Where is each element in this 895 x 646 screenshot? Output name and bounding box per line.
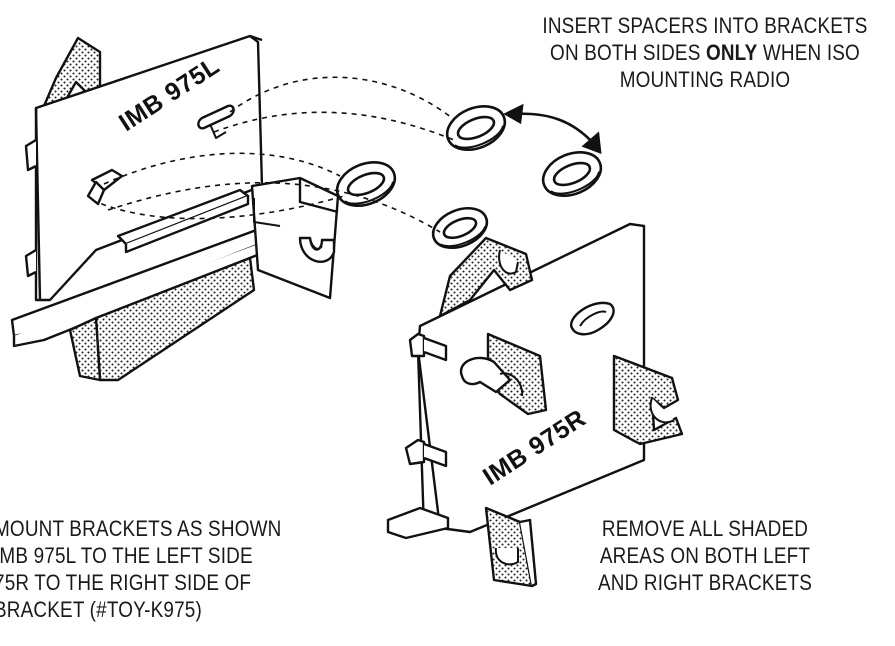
spacers-instruction-line2: ON BOTH SIDES ONLY WHEN ISO: [550, 40, 860, 65]
shaded-instruction-line3: AND RIGHT BRACKETS: [597, 570, 813, 595]
mount-instruction-line2: IMB 975L TO THE LEFT SIDE: [0, 543, 253, 568]
shaded-instruction-line1: REMOVE ALL SHADED: [601, 516, 809, 541]
spacers-instruction-emphasis: ONLY: [705, 40, 758, 65]
mount-instruction: MOUNT BRACKETS AS SHOWN IMB 975L TO THE …: [0, 515, 321, 623]
spacer-2: [335, 161, 397, 207]
mount-instruction-line4: BRACKET (#TOY-K975): [0, 597, 202, 622]
spacers-instruction: INSERT SPACERS INTO BRACKETS ON BOTH SID…: [529, 12, 882, 93]
guide-lines: [91, 76, 455, 233]
spacers: [335, 105, 603, 250]
mount-instruction-line1: MOUNT BRACKETS AS SHOWN: [0, 516, 282, 541]
spacers-instruction-line1: INSERT SPACERS INTO BRACKETS: [542, 13, 868, 38]
left-bracket-side-flange: [250, 176, 340, 300]
left-bracket: [10, 34, 340, 382]
shaded-instruction-line2: AREAS ON BOTH LEFT: [599, 543, 811, 568]
spacers-instruction-line3: MOUNTING RADIO: [619, 67, 791, 92]
shaded-areas-instruction: REMOVE ALL SHADED AREAS ON BOTH LEFT AND…: [580, 515, 829, 596]
left-bracket-upper-slot: [197, 104, 235, 130]
right-bracket: [386, 222, 684, 588]
spacer-1: [445, 105, 507, 151]
right-bracket-foot: [386, 506, 450, 540]
spacer-3: [541, 151, 603, 197]
double-arrow: [503, 103, 602, 154]
spacer-4: [431, 206, 489, 250]
right-bracket-shaded-right-tab: [612, 354, 684, 446]
mount-instruction-line3: 75R TO THE RIGHT SIDE OF: [0, 570, 252, 595]
